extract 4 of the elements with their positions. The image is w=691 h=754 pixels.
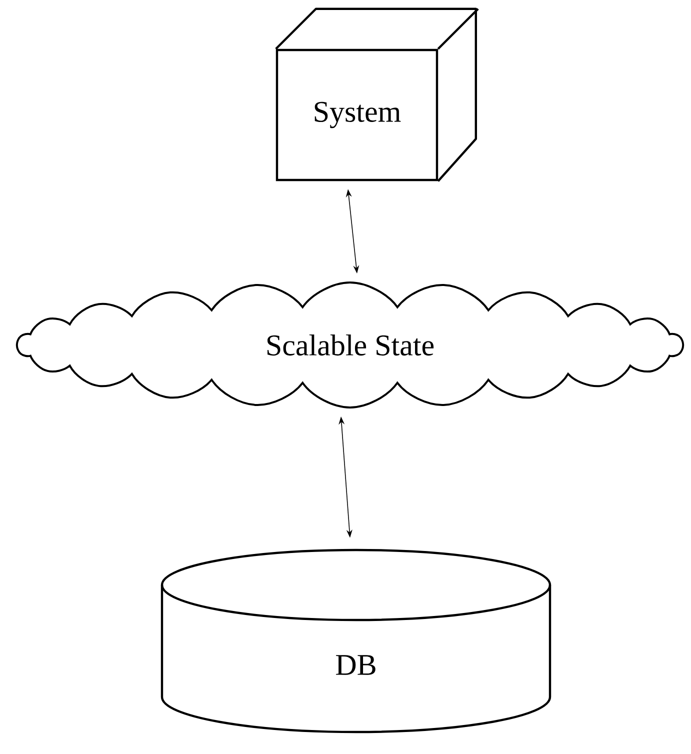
cloud: Scalable State bbox=[16, 282, 684, 408]
cube: System bbox=[274, 8, 480, 182]
node-label: DB bbox=[336, 655, 376, 675]
cylinder: DB bbox=[160, 548, 552, 734]
